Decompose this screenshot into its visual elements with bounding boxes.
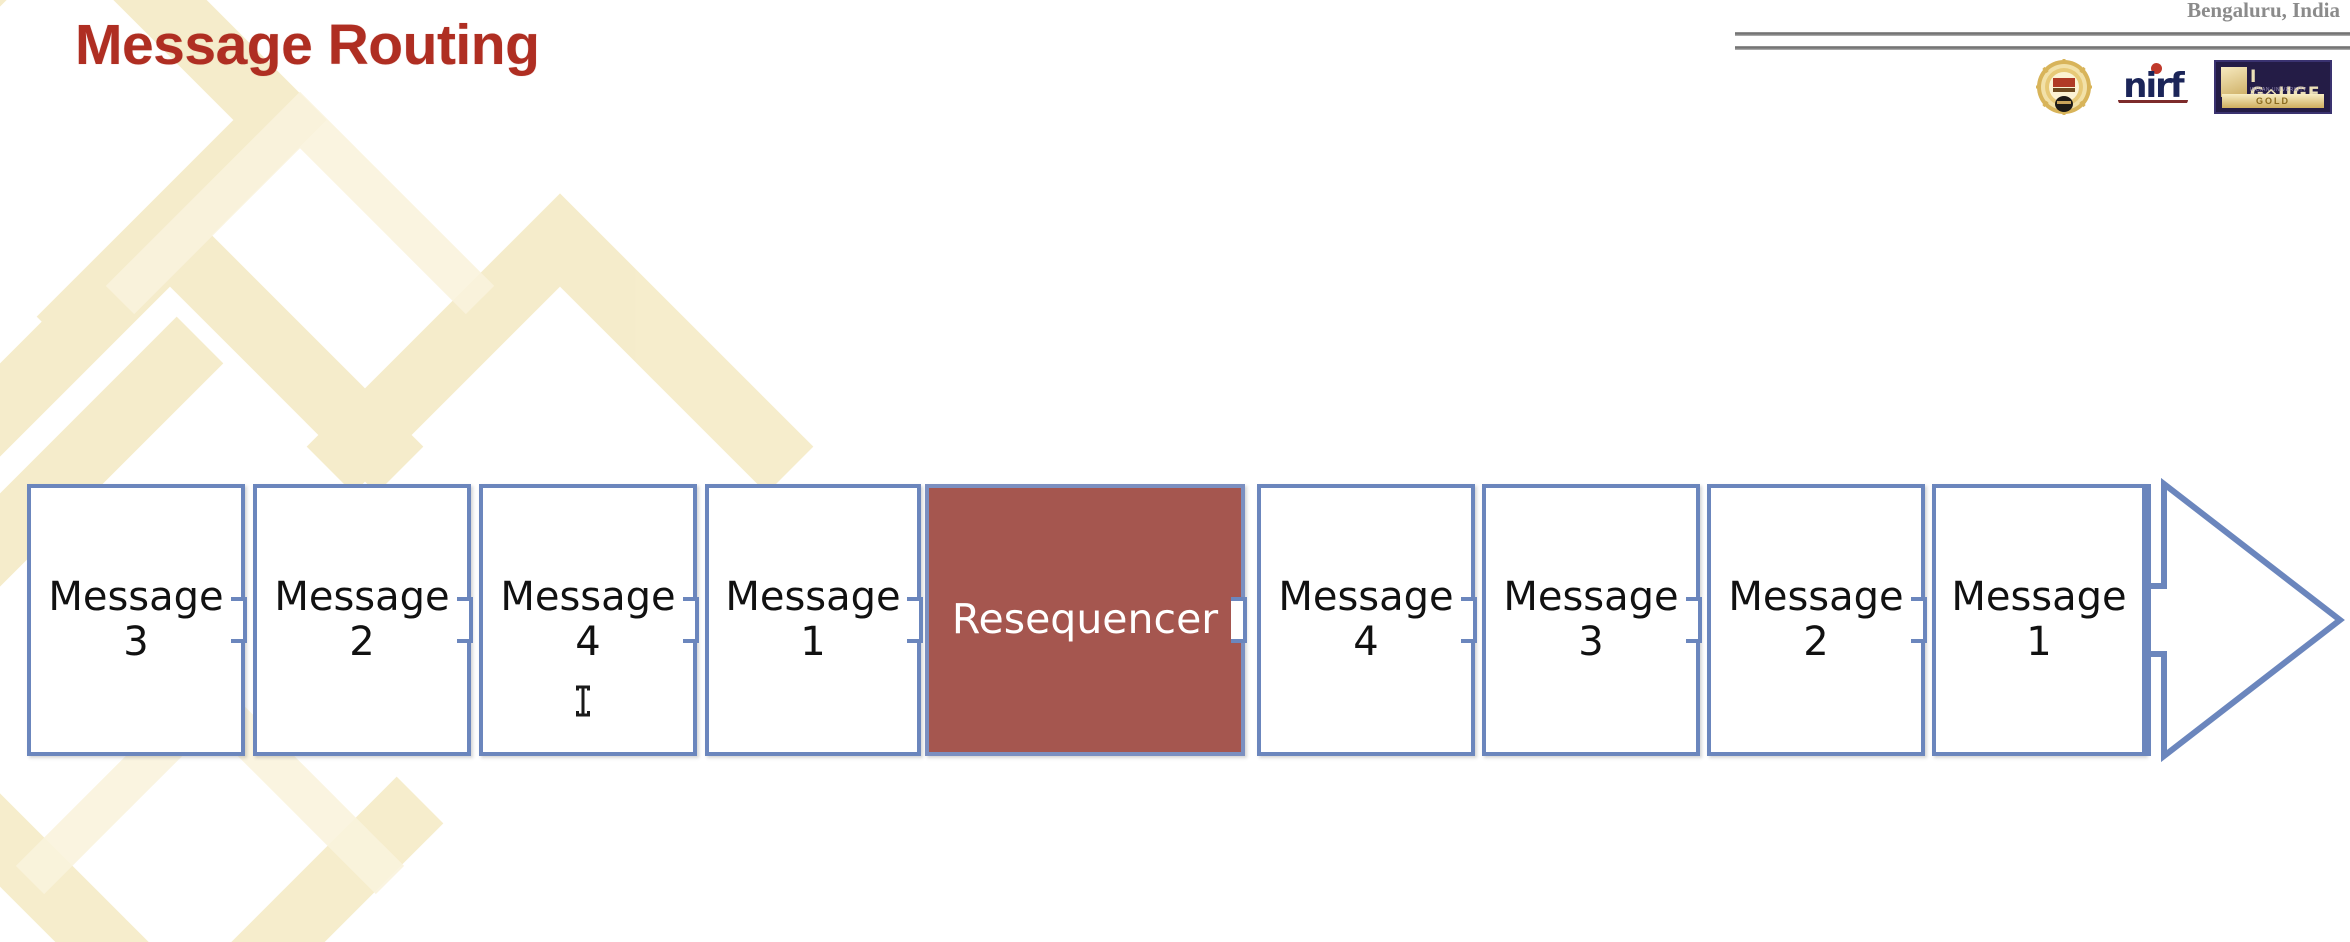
nirf-wordmark: nirf [2123, 66, 2184, 106]
connector-tab [231, 597, 247, 643]
message-box-outbound-4[interactable]: Message 1 [1932, 484, 2146, 756]
logo-row: nirf I G⌂UGE INDIAN UNIVERSITY RATING GO… [2035, 56, 2332, 118]
naac-seal-logo [2035, 58, 2093, 116]
header-rule-top [1735, 32, 2350, 36]
text-ibeam-cursor [576, 685, 590, 717]
message-box-label: Message 2 [274, 574, 450, 665]
nirf-logo: nirf [2114, 59, 2192, 115]
resequencer-box[interactable]: Resequencer [925, 484, 1245, 756]
message-box-inbound-4[interactable]: Message 1 [705, 484, 921, 756]
message-box-label: Message 4 [500, 574, 676, 665]
igauge-logo: I G⌂UGE INDIAN UNIVERSITY RATING GOLD [2214, 60, 2332, 114]
message-box-outbound-3[interactable]: Message 2 [1707, 484, 1925, 756]
message-box-outbound-1[interactable]: Message 4 [1257, 484, 1475, 756]
connector-tab [1231, 597, 1247, 643]
connector-tab [683, 597, 699, 643]
resequencer-label: Resequencer [951, 595, 1219, 644]
message-box-inbound-1[interactable]: Message 3 [27, 484, 245, 756]
connector-tab [1686, 597, 1702, 643]
message-box-label: Message 4 [1278, 574, 1454, 665]
nirf-dot-icon [2151, 63, 2162, 74]
connector-tab [907, 597, 923, 643]
nirf-book-icon [2118, 100, 2188, 111]
message-box-outbound-2[interactable]: Message 3 [1482, 484, 1700, 756]
conference-location: Bengaluru, India [2187, 0, 2340, 22]
connector-tab [1911, 597, 1927, 643]
igauge-grade-ribbon: GOLD [2222, 94, 2324, 108]
flow-arrow-icon [2145, 478, 2345, 762]
connector-tab [1461, 597, 1477, 643]
header-rule-bottom [1735, 46, 2350, 50]
igauge-emblem-icon [2221, 67, 2247, 97]
message-box-label: Message 3 [48, 574, 224, 665]
message-box-label: Message 1 [725, 574, 901, 665]
header-branding: Bengaluru, India [1730, 0, 2350, 140]
message-box-label: Message 2 [1728, 574, 1904, 665]
message-box-inbound-2[interactable]: Message 2 [253, 484, 471, 756]
connector-tab [457, 597, 473, 643]
message-box-label: Message 1 [1951, 574, 2127, 665]
message-box-label: Message 3 [1503, 574, 1679, 665]
